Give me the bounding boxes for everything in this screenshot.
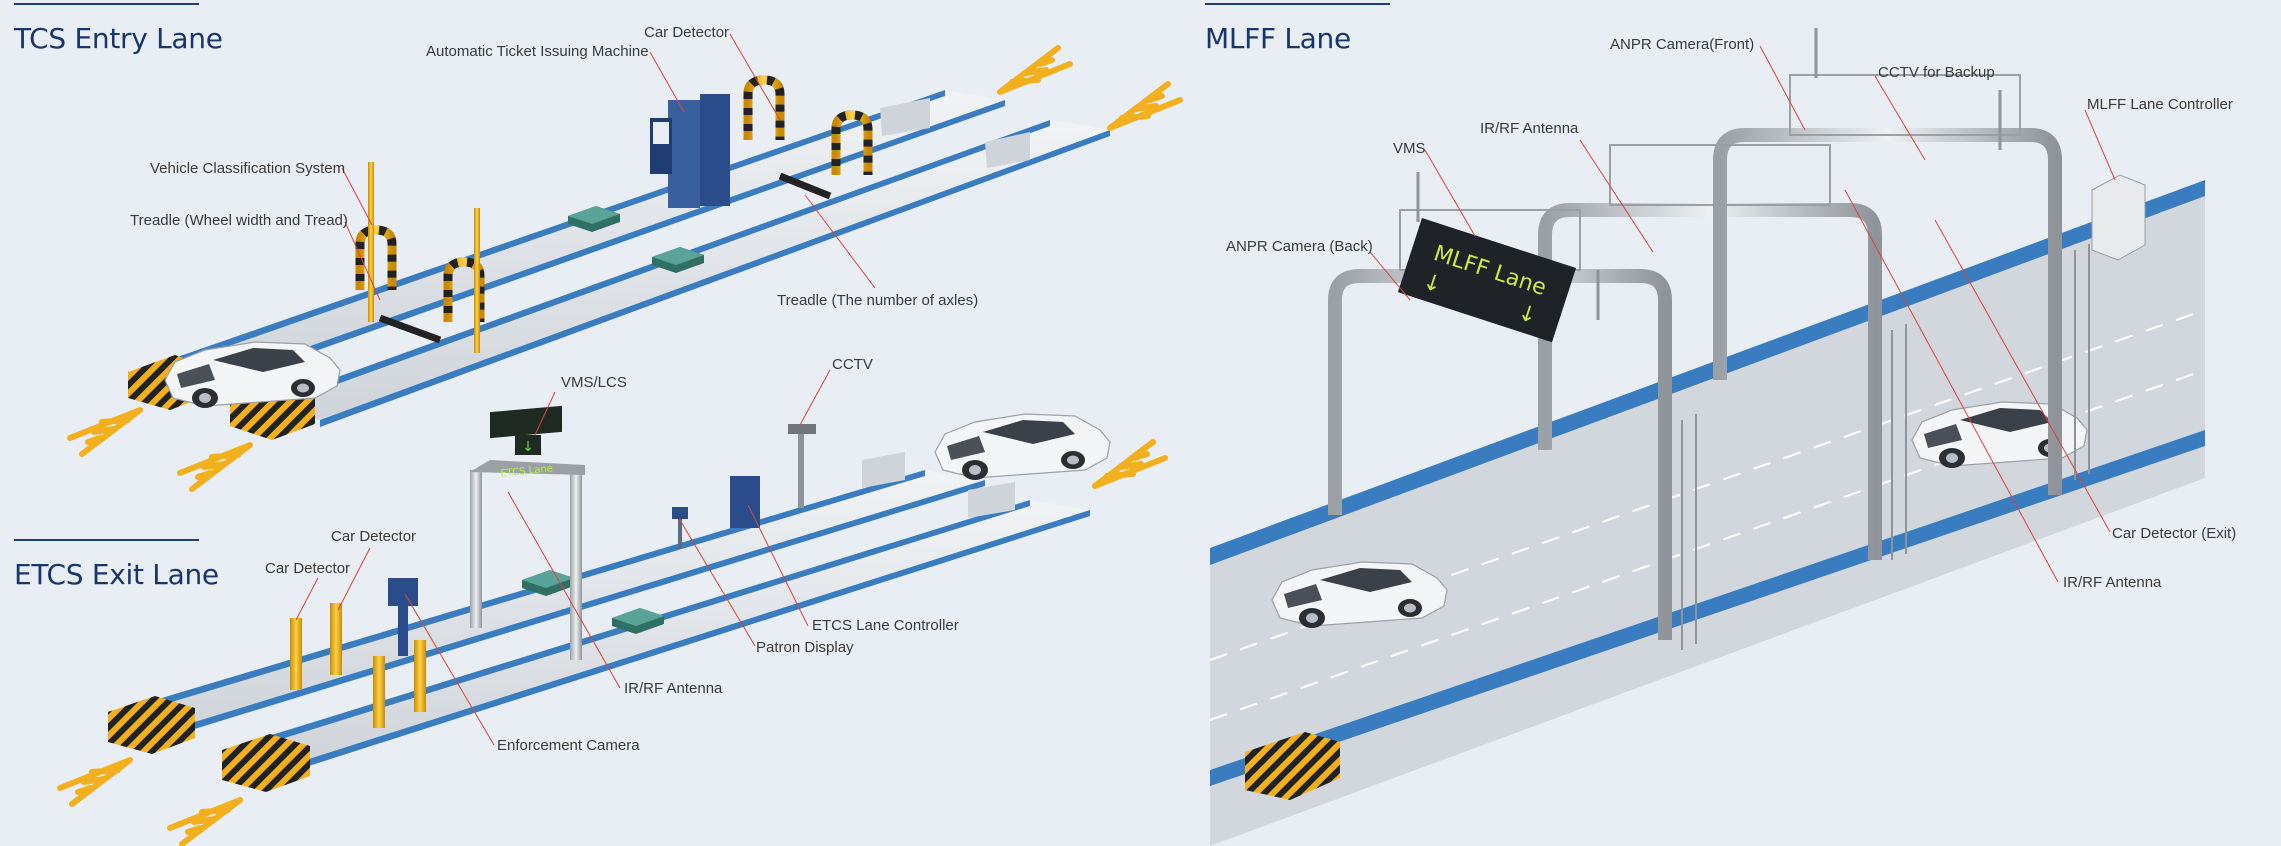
label-tcs-car-detector: Car Detector	[644, 24, 730, 41]
etcs-title-rule	[14, 539, 199, 541]
label-ticket-machine: Automatic Ticket Issuing Machine	[426, 43, 649, 60]
label-etcs-car-detector-2: Car Detector	[265, 560, 351, 577]
label-mlff-controller: MLFF Lane Controller	[2087, 96, 2233, 113]
tcs-lane-scene	[70, 48, 1180, 489]
tcs-title: TCS Entry Lane	[14, 22, 223, 55]
mlff-lane-scene: MLFF Lane ↓ ↓	[1209, 28, 2206, 846]
label-vms-lcs: VMS/LCS	[561, 374, 627, 391]
svg-text:↓: ↓	[522, 439, 534, 455]
label-vms: VMS	[1393, 140, 1426, 157]
label-enforcement-camera: Enforcement Camera	[497, 737, 640, 754]
label-anpr-front: ANPR Camera(Front)	[1610, 36, 1755, 53]
etcs-lane-scene: ETCS Lane ↓	[60, 405, 1165, 844]
etcs-sign-text: ETCS Lane	[500, 463, 553, 479]
label-etcs-car-detector-1: Car Detector	[331, 528, 417, 545]
label-treadle-wheel: Treadle (Wheel width and Tread)	[130, 212, 348, 229]
etcs-title: ETCS Exit Lane	[14, 558, 219, 591]
label-etcs-lane-controller: ETCS Lane Controller	[812, 617, 959, 634]
mlff-title: MLFF Lane	[1205, 22, 1351, 55]
label-treadle-axles: Treadle (The number of axles)	[777, 292, 979, 309]
label-vehicle-classification: Vehicle Classification System	[150, 160, 346, 177]
label-car-detector-exit: Car Detector (Exit)	[2112, 525, 2237, 542]
label-cctv-backup: CCTV for Backup	[1878, 64, 1995, 81]
label-mlff-irrf-antenna-top: IR/RF Antenna	[1480, 120, 1579, 137]
mlff-title-rule	[1205, 3, 1390, 5]
label-patron-display: Patron Display	[756, 639, 854, 656]
leader-lines	[295, 33, 2116, 746]
label-etcs-irrf-antenna: IR/RF Antenna	[624, 680, 723, 697]
label-mlff-irrf-antenna-bottom: IR/RF Antenna	[2063, 574, 2162, 591]
label-cctv: CCTV	[832, 356, 873, 373]
label-anpr-back: ANPR Camera (Back)	[1226, 238, 1373, 255]
tcs-title-rule	[14, 3, 199, 5]
